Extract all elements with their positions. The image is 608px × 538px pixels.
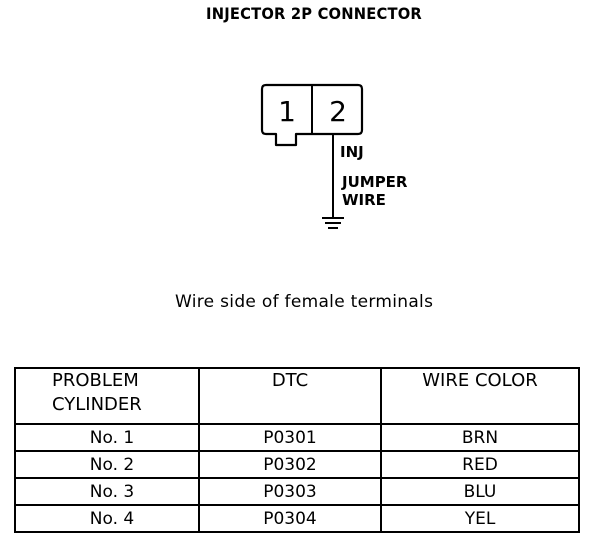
cell-dtc: P0304 xyxy=(198,504,382,533)
cell-wire-color: BRN xyxy=(380,423,580,452)
connector-diagram: 1 2 xyxy=(260,83,364,229)
diagram-title: INJECTOR 2P CONNECTOR xyxy=(206,4,422,23)
jumper-label-line1: JUMPER xyxy=(342,173,408,191)
table-row: No. 1 P0301 BRN xyxy=(14,423,580,452)
cell-wire-color: YEL xyxy=(380,504,580,533)
pin-1-label: 1 xyxy=(278,95,296,128)
connector-housing xyxy=(260,83,364,147)
ground-icon xyxy=(322,217,344,229)
cell-cylinder: No. 3 xyxy=(14,477,200,506)
cell-cylinder: No. 2 xyxy=(14,450,200,479)
table-row: No. 4 P0304 YEL xyxy=(14,504,580,533)
header-problem-line2: CYLINDER xyxy=(52,394,142,415)
pin-2-label: 2 xyxy=(329,95,347,128)
jumper-wire-label: JUMPER WIRE xyxy=(342,173,407,209)
dtc-table: PROBLEM CYLINDER DTC WIRE COLOR No. 1 P0… xyxy=(14,367,580,533)
cell-dtc: P0302 xyxy=(198,450,382,479)
table-row: No. 3 P0303 BLU xyxy=(14,477,580,506)
jumper-label-line2: WIRE xyxy=(342,191,386,209)
cell-cylinder: No. 4 xyxy=(14,504,200,533)
cell-wire-color: BLU xyxy=(380,477,580,506)
cell-dtc: P0301 xyxy=(198,423,382,452)
inj-label: INJ xyxy=(340,143,364,161)
header-dtc: DTC xyxy=(198,367,382,425)
cell-cylinder: No. 1 xyxy=(14,423,200,452)
table-row: No. 2 P0302 RED xyxy=(14,450,580,479)
header-problem-cylinder: PROBLEM CYLINDER xyxy=(14,367,200,425)
table-header-row: PROBLEM CYLINDER DTC WIRE COLOR xyxy=(14,367,580,425)
diagram-caption: Wire side of female terminals xyxy=(175,292,434,312)
header-problem-line1: PROBLEM xyxy=(52,370,139,391)
cell-wire-color: RED xyxy=(380,450,580,479)
header-wire-color: WIRE COLOR xyxy=(380,367,580,425)
cell-dtc: P0303 xyxy=(198,477,382,506)
